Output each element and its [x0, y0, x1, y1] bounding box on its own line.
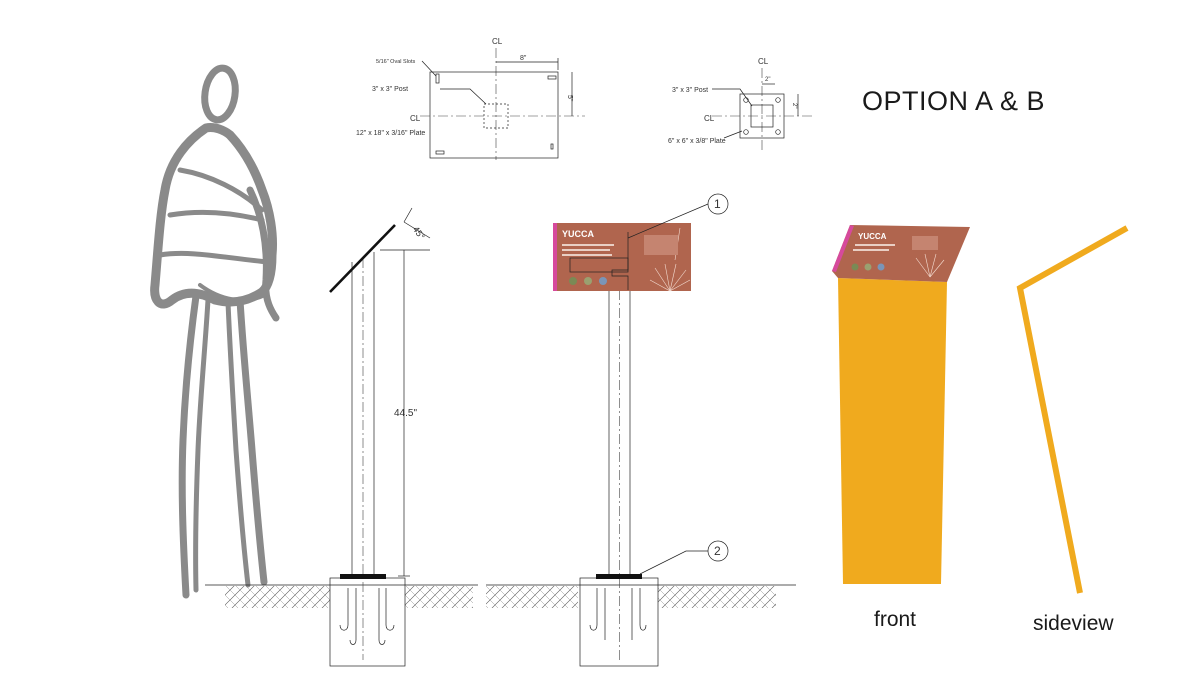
rendered-sign-panel: [832, 225, 970, 282]
figure-arm: [246, 186, 280, 322]
height-dimension-label: 44.5": [394, 408, 417, 419]
figure-head: [201, 64, 239, 124]
figure-left-leg-back: [193, 297, 211, 593]
dimension-top-label: 2": [765, 77, 770, 83]
plan-detail-large-plate: CL 8" CL 5" 5/16" Oval Slots 3" x 3" Pos…: [356, 37, 585, 160]
figure-hip-line: [198, 283, 267, 303]
front-view-label: front: [874, 608, 917, 631]
soil-hatch: [486, 586, 578, 608]
sign-panel-heading: YUCCA: [562, 229, 595, 239]
page-title: OPTION A & B: [862, 86, 1046, 116]
plan-detail-small-plate: CL 2" CL 2" 3" x 3" Post 6" x 6" x 3/8" …: [668, 57, 815, 150]
human-scale-figure: [150, 64, 280, 599]
callout-number-1: 1: [714, 197, 721, 211]
side-profile-line: [1016, 225, 1129, 594]
slot-callout: 5/16" Oval Slots: [376, 59, 415, 65]
soil-hatch: [658, 586, 776, 608]
dimension-top-label: 8": [520, 55, 527, 62]
figure-right-leg-back: [225, 299, 251, 588]
angle-dimension-label: 45°: [411, 224, 427, 241]
oval-slot: [547, 75, 557, 80]
pedestal-body: [838, 278, 947, 584]
soil-hatch: [225, 586, 330, 608]
oval-slot: [550, 143, 554, 150]
plate-callout: 6" x 6" x 3/8" Plate: [668, 138, 726, 145]
side-view-label: sideview: [1033, 612, 1114, 635]
dimension-side-label: 2": [791, 103, 797, 108]
centerline-mark-side: CL: [410, 114, 421, 123]
centerline-mark-top: CL: [758, 57, 769, 66]
side-rendering: [1016, 225, 1129, 594]
post-callout: 3" x 3" Post: [672, 87, 708, 94]
centerline-mark-top: CL: [492, 37, 503, 46]
dimension-side-label: 5": [566, 95, 573, 102]
figure-cloak-fold: [157, 167, 271, 265]
tilted-sign-panel: [329, 224, 396, 293]
bolt-hole: [775, 129, 781, 135]
post-callout: 3" x 3" Post: [372, 86, 408, 93]
figure-left-leg: [178, 292, 200, 599]
plate-callout: 12" x 18" x 3/16" Plate: [356, 130, 425, 137]
sign-panel-front: YUCCA: [553, 223, 691, 292]
oval-slot: [435, 73, 440, 84]
base-plate-outline: [429, 71, 559, 159]
side-elevation: 44.5" 45°: [205, 207, 478, 667]
bolt-hole: [743, 129, 749, 135]
base-plate: [340, 574, 386, 579]
concrete-footing: [579, 577, 659, 667]
front-rendering: YUCCA: [832, 225, 970, 584]
anchor-bolts: [339, 588, 395, 631]
bolt-hole: [775, 97, 781, 103]
rendered-panel-heading: YUCCA: [858, 232, 887, 241]
base-plate: [596, 574, 642, 579]
oval-slot: [435, 150, 445, 155]
soil-hatch: [405, 586, 473, 608]
figure-right-leg: [236, 296, 268, 586]
centerline-mark-side: CL: [704, 114, 715, 123]
callout-number-2: 2: [714, 544, 721, 558]
concrete-footing: [329, 577, 406, 667]
front-elevation: YUCCA 1 2: [486, 193, 796, 667]
